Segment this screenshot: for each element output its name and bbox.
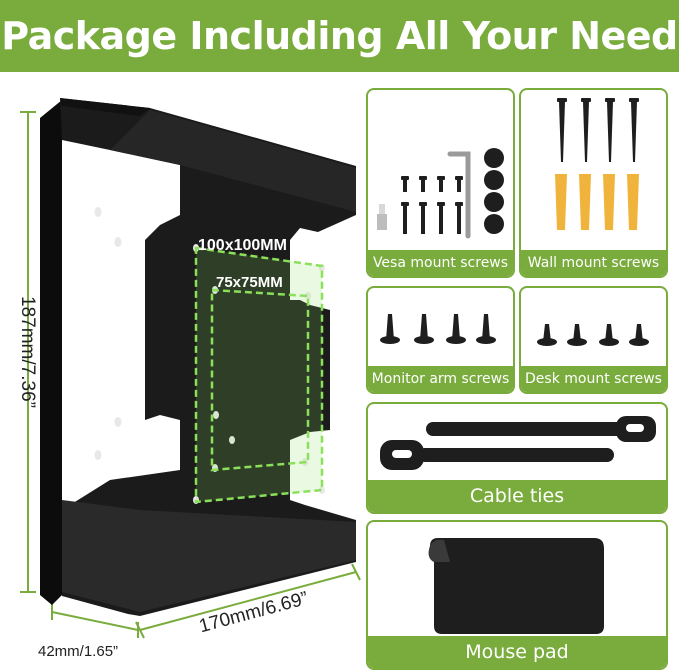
arm-screw-1 — [380, 314, 400, 344]
depth-dimension-label: 42mm/1.65” — [38, 643, 118, 660]
cable-tie-bottom — [380, 440, 614, 470]
desk-screw-2 — [567, 324, 587, 346]
height-dimension-label: 187mm/7.36” — [17, 296, 38, 408]
wall-screws — [557, 98, 639, 162]
caption-wall-screws: Wall mount screws — [521, 250, 666, 276]
wall-screws-image — [555, 98, 639, 230]
vesa-100-outline — [194, 246, 324, 504]
vesa-75-outline — [210, 288, 310, 472]
desk-screws-image — [537, 324, 649, 346]
height-dimension-line — [20, 111, 36, 593]
bracket-lower-flange — [62, 500, 356, 612]
silver-adapter-screw — [377, 204, 387, 230]
vesa-screws-image — [377, 148, 504, 239]
caption-monitor-arm-screws: Monitor arm screws — [368, 366, 513, 392]
desk-screw-3 — [599, 324, 619, 346]
monitor-arm-screws-image — [380, 314, 496, 344]
cable-ties-image — [380, 416, 656, 470]
mouse-pad-shape — [428, 538, 604, 634]
hex-key-icon — [447, 151, 471, 239]
panel-desk-screws: Desk mount screws — [519, 286, 668, 394]
vesa-long-screws — [401, 202, 463, 234]
mouse-pad-image — [428, 538, 604, 634]
bracket-body — [60, 98, 356, 616]
bracket-side-face — [40, 100, 62, 605]
caption-desk-screws: Desk mount screws — [521, 366, 666, 392]
spacer-washers — [484, 148, 504, 234]
arm-screw-3 — [446, 314, 466, 344]
depth-dimension-line — [51, 604, 139, 638]
bracket-illustration: 100x100MM 75x75MM 187mm/7.36” 170mm/6.69… — [17, 98, 361, 660]
caption-mouse-pad: Mouse pad — [368, 636, 666, 668]
arm-screw-4 — [476, 314, 496, 344]
panel-wall-screws: Wall mount screws — [519, 88, 668, 278]
caption-cable-ties: Cable ties — [368, 480, 666, 512]
panel-monitor-arm-screws: Monitor arm screws — [366, 286, 515, 394]
desk-screw-1 — [537, 324, 557, 346]
cable-tie-top — [426, 416, 656, 442]
desk-screw-4 — [629, 324, 649, 346]
arm-screw-2 — [414, 314, 434, 344]
panel-mouse-pad: Mouse pad — [366, 520, 668, 670]
bracket-top-lip — [60, 98, 150, 116]
vesa-75-label: 75x75MM — [216, 274, 283, 291]
caption-vesa-screws: Vesa mount screws — [368, 250, 513, 276]
banner-title: Package Including All Your Need — [0, 0, 679, 72]
vesa-short-screws — [401, 176, 463, 192]
wall-anchors — [555, 174, 639, 230]
vesa-100-label: 100x100MM — [198, 237, 287, 254]
panel-cable-ties: Cable ties — [366, 402, 668, 514]
panel-vesa-screws: Vesa mount screws — [366, 88, 515, 278]
bracket-front-face — [110, 110, 356, 212]
